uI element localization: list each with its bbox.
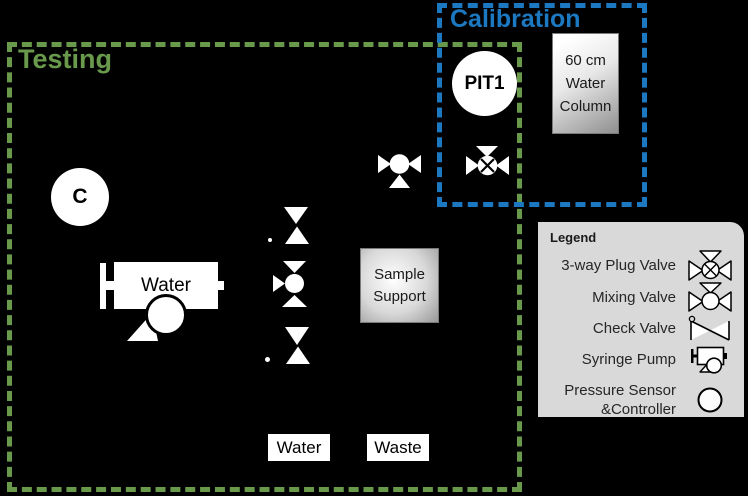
legend-row-pressure-sensor: Pressure Sensor &Controller xyxy=(548,376,736,424)
water-flow-label: Water xyxy=(268,434,330,461)
check-valve-top-icon xyxy=(284,207,309,244)
water-column-box: 60 cm Water Column xyxy=(552,33,619,134)
legend-pressure-sensor-label: Pressure Sensor &Controller xyxy=(548,381,684,419)
legend-pressure-sensor-line1: Pressure Sensor xyxy=(564,382,676,399)
mixing-valve-top-icon xyxy=(378,154,421,188)
legend-title: Legend xyxy=(550,230,597,245)
legend-row-plug-valve: 3-way Plug Valve xyxy=(548,249,736,282)
legend-panel: Legend 3-way Plug Valve Mixing Valve xyxy=(536,220,746,419)
water-column-line3: Column xyxy=(559,98,612,115)
legend-plug-valve-label: 3-way Plug Valve xyxy=(561,257,676,274)
legend-row-check-valve: Check Valve xyxy=(548,313,736,343)
calibration-region-box xyxy=(437,3,647,207)
sample-support-box: Sample Support xyxy=(360,248,439,323)
legend-syringe-pump-label: Syringe Pump xyxy=(581,351,676,368)
water-column-line2: Water xyxy=(565,75,606,92)
water-column-line1: 60 cm xyxy=(565,52,606,69)
water-flow-text: Water xyxy=(276,437,322,457)
testing-region-label: Testing xyxy=(18,44,112,74)
legend-check-valve-label: Check Valve xyxy=(592,319,676,337)
testing-region-box xyxy=(7,42,522,492)
legend-row-syringe-pump: Syringe Pump xyxy=(548,343,736,376)
syringe-pump-label: Water xyxy=(141,274,191,296)
check-valve-bottom-pivot xyxy=(265,357,270,362)
sample-support-line2: Support xyxy=(373,287,426,305)
three-way-plug-valve-icon xyxy=(466,146,509,176)
syringe-pump-outlet xyxy=(218,281,224,290)
check-valve-top-pivot xyxy=(268,238,272,242)
syringe-pump-legend-icon xyxy=(684,344,736,375)
mixing-valve-middle-icon xyxy=(273,261,307,307)
three-way-plug-valve-legend-icon xyxy=(684,249,736,282)
pressure-sensor-legend-icon xyxy=(684,385,736,415)
waste-flow-text: Waste xyxy=(374,437,422,457)
controller-sensor-icon: C xyxy=(51,168,109,226)
syringe-pump-wheel-icon xyxy=(145,294,187,336)
legend-mixing-valve-label: Mixing Valve xyxy=(592,289,676,306)
syringe-pump-plunger xyxy=(100,263,106,309)
sample-support-line1: Sample xyxy=(374,265,425,283)
mixing-valve-legend-icon xyxy=(684,282,736,313)
syringe-pump-connector xyxy=(106,281,115,290)
legend-pressure-sensor-line2: &Controller xyxy=(600,401,676,418)
pit1-sensor-label: PIT1 xyxy=(464,72,505,94)
waste-flow-label: Waste xyxy=(367,434,429,461)
controller-sensor-label: C xyxy=(72,185,88,208)
check-valve-bottom-icon xyxy=(285,327,310,364)
pit1-sensor-icon: PIT1 xyxy=(452,51,517,116)
calibration-region-label: Calibration xyxy=(450,5,581,33)
legend-row-mixing-valve: Mixing Valve xyxy=(548,282,736,313)
check-valve-legend-icon xyxy=(684,315,736,342)
